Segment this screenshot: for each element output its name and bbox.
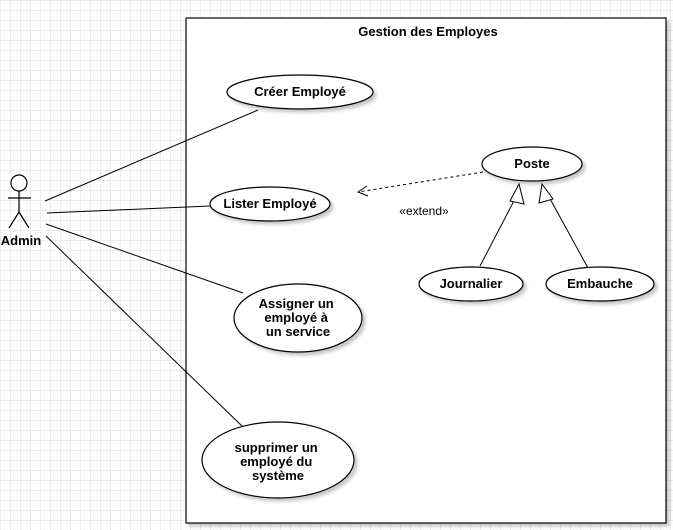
- actor-label: Admin: [1, 233, 42, 248]
- usecase-supprimer-line-2: employé du: [240, 454, 312, 469]
- usecase-embauche[interactable]: [545, 266, 655, 302]
- usecase-supprimer-line-3: système: [252, 468, 304, 483]
- usecase-poste[interactable]: [481, 146, 583, 182]
- generalization-embauche[interactable]: [538, 182, 589, 269]
- usecase-creer-employe[interactable]: [226, 74, 374, 110]
- usecase-assigner-label: Assigner un employé à un service: [259, 296, 338, 339]
- usecase-supprimer-label: supprimer un employé du système: [235, 440, 322, 483]
- usecase-assigner-line-3: un service: [266, 324, 330, 339]
- association-supprimer[interactable]: [45, 235, 244, 428]
- usecase-creer-label: Créer Employé: [254, 84, 346, 99]
- generalization-journalier[interactable]: [479, 182, 525, 267]
- usecase-supprimer-line-1: supprimer un: [235, 440, 318, 455]
- extend-label: «extend»: [399, 204, 449, 218]
- usecase-journalier-label: Journalier: [440, 276, 503, 291]
- usecase-lister-label: Lister Employé: [223, 196, 316, 211]
- usecase-poste-label: Poste: [514, 156, 549, 171]
- association-creer[interactable]: [44, 109, 259, 202]
- usecase-assigner[interactable]: [233, 283, 363, 353]
- association-lister[interactable]: [46, 205, 211, 214]
- usecase-assigner-line-2: employé à: [264, 310, 328, 325]
- usecase-journalier[interactable]: [418, 266, 524, 302]
- actor-admin[interactable]: [8, 174, 31, 229]
- usecase-embauche-label: Embauche: [567, 276, 633, 291]
- usecase-supprimer[interactable]: [201, 421, 355, 499]
- extend-relation[interactable]: [356, 171, 484, 197]
- usecase-lister-employe[interactable]: [209, 186, 331, 222]
- usecase-assigner-line-1: Assigner un: [259, 296, 334, 311]
- actor-head: [10, 174, 28, 192]
- system-title: Gestion des Employes: [358, 24, 497, 39]
- association-assigner[interactable]: [45, 223, 244, 294]
